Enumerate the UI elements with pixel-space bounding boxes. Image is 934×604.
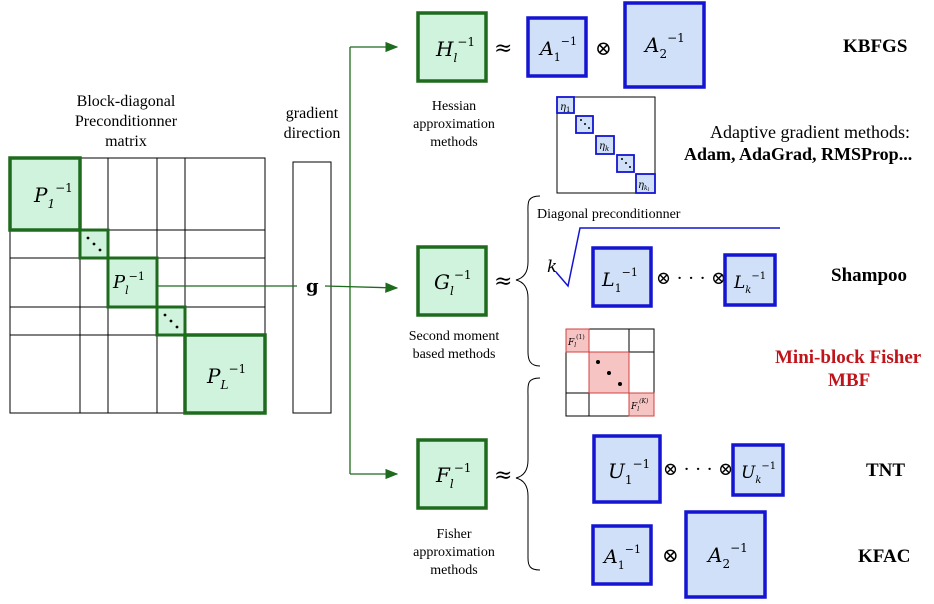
diagonal-caption: Diagonal preconditionner (537, 207, 681, 222)
tnt-label: TNT (866, 460, 906, 481)
fisher-caption: Fisher approximation methods (413, 527, 495, 578)
svg-text:Fl(K): Fl(K) (630, 398, 649, 413)
tnt-u1-symbol: U1−1 (608, 457, 650, 487)
fisher-symbol: Fl−1 (435, 461, 471, 491)
dots-2 (163, 313, 179, 329)
kfac-a1-symbol: A1−1 (602, 543, 641, 572)
kbfgs-a2-block (623, 1, 706, 89)
block-diagonal-matrix: P1−1 Pl−1 PL−1 (8, 156, 267, 415)
arrows (157, 41, 399, 480)
hessian-caption: Hessian approximation methods (413, 99, 495, 150)
kbfgs-a2-symbol: A2−1 (643, 31, 685, 61)
fisher-box (416, 438, 488, 510)
diagonal-matrix: η1 ηk ηkl (556, 96, 656, 194)
mbf-label-line2: MBF (828, 370, 871, 391)
dots-1 (86, 236, 102, 252)
kfac-label: KFAC (858, 546, 911, 567)
gradient-symbol: g (306, 276, 319, 297)
tnt-u1-block (592, 434, 662, 504)
svg-text:η1: η1 (560, 102, 570, 114)
brace-fisher (515, 377, 541, 571)
hessian-box (416, 11, 488, 83)
shampoo-lk-block (723, 253, 777, 307)
kfac-a2-block (684, 510, 767, 599)
pL-symbol: PL−1 (206, 362, 246, 392)
k-label: k (547, 257, 557, 277)
tnt-kron-dots: ⊗ · · · ⊗ (663, 459, 733, 480)
shampoo-lk-symbol: Lk−1 (733, 271, 766, 296)
block-dots-2 (155, 305, 187, 337)
mbf-matrix: Fl(1) Fl(K) (565, 328, 655, 417)
block-pl (106, 256, 159, 309)
approx-second-moment: ≈ (494, 269, 512, 294)
shampoo-l1-symbol: L1−1 (601, 266, 638, 295)
block-pL (183, 333, 267, 415)
adaptive-title: Adaptive gradient methods: (710, 122, 910, 142)
svg-text:Fl(1): Fl(1) (567, 334, 585, 349)
brace-second-moment (515, 195, 541, 367)
shampoo-label: Shampoo (831, 265, 908, 286)
second-moment-caption: Second moment based methods (408, 329, 500, 362)
kbfgs-label: KBFGS (843, 36, 908, 57)
matrix-caption: Block-diagonal Preconditionner matrix (74, 93, 178, 150)
kbfgs-a1-block (526, 16, 588, 78)
mbf-label-line1: Mini-block Fisher (775, 347, 922, 368)
svg-text:ηk: ηk (599, 141, 609, 153)
kbfgs-a1-symbol: A1−1 (538, 35, 577, 64)
pl-symbol: Pl−1 (112, 270, 145, 297)
gradient-vector (292, 161, 332, 414)
svg-text:ηkl: ηkl (638, 180, 650, 193)
approx-fisher: ≈ (494, 463, 512, 488)
kfac-a2-symbol: A2−1 (706, 541, 748, 571)
k-bracket (555, 227, 780, 288)
shampoo-l1-block (591, 246, 653, 308)
adaptive-methods: Adam, AdaGrad, RMSProp... (684, 144, 913, 164)
tnt-uk-block (731, 443, 785, 497)
gradient-caption: gradient direction (283, 105, 341, 142)
block-p1 (8, 156, 82, 232)
p1-symbol: P1−1 (33, 181, 73, 211)
second-moment-box (416, 245, 488, 317)
tnt-uk-symbol: Uk−1 (741, 461, 776, 486)
kfac-kron: ⊗ (662, 543, 679, 567)
kbfgs-kron: ⊗ (595, 36, 612, 60)
shampoo-kron-dots: ⊗ · · · ⊗ (656, 268, 726, 289)
kfac-a1-block (591, 524, 653, 586)
second-moment-symbol: Gl−1 (434, 268, 472, 298)
hessian-symbol: Hl−1 (435, 35, 475, 65)
approx-hessian: ≈ (494, 36, 512, 61)
